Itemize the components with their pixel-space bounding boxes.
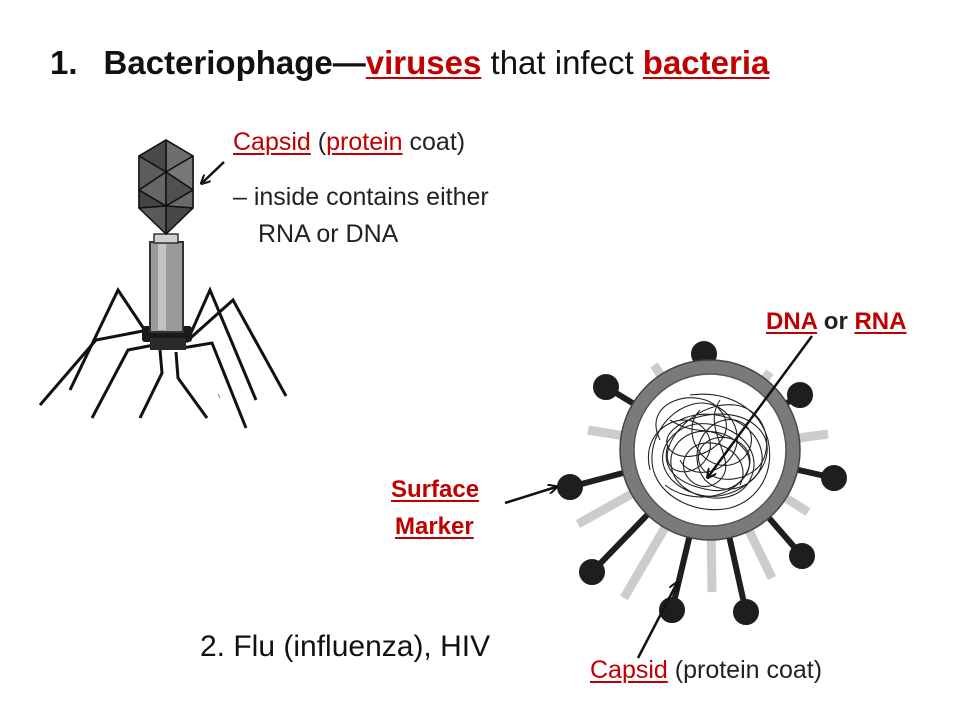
dna-or-rna-label: DNA or RNA [766,308,906,336]
list-number: 1. [50,44,78,81]
title-bacteriophage: Bacteriophage [103,44,333,81]
inside-contains-line1: – inside contains either [233,183,489,211]
title-bacteria: bacteria [642,44,770,81]
phage-tail-sheath [149,241,184,333]
surface-label: Surface [391,476,480,503]
capsid-arrow [202,161,225,183]
or-word: or [817,308,855,335]
marker-label: Marker [395,513,474,540]
bacteriophage-illustration [38,139,288,429]
capsid-word-2: Capsid [590,656,668,684]
dna-rna-arrow [708,335,814,477]
second-item-flu-hiv: 2. Flu (influenza), HIV [200,630,491,663]
phage-collar [153,233,179,244]
virus-illustration [557,341,847,625]
protein-word: protein [326,128,403,156]
phage-legs [38,286,288,429]
phage-head [138,139,194,235]
surface-marker-arrow [504,487,556,505]
capsid-bottom-arrow [636,583,677,659]
open-paren: ( [310,128,327,156]
title-dash: — [332,44,366,81]
title-middle: that infect [481,44,643,81]
virus-capsid-label: Capsid (protein coat) [590,656,822,685]
capsid-word: Capsid [233,128,311,156]
inside-contains-line2: RNA or DNA [258,220,399,248]
title-viruses: viruses [365,44,482,81]
phage-capsid-label: Capsid (protein coat) [233,128,465,157]
protein-coat-text: (protein coat) [667,656,823,684]
genetic-material-tangle [647,393,771,511]
slide-title: 1. Bacteriophage—viruses that infect bact… [50,44,769,82]
dna-word: DNA [766,308,818,335]
coat-word: coat) [402,128,466,156]
rna-word: RNA [854,308,907,335]
